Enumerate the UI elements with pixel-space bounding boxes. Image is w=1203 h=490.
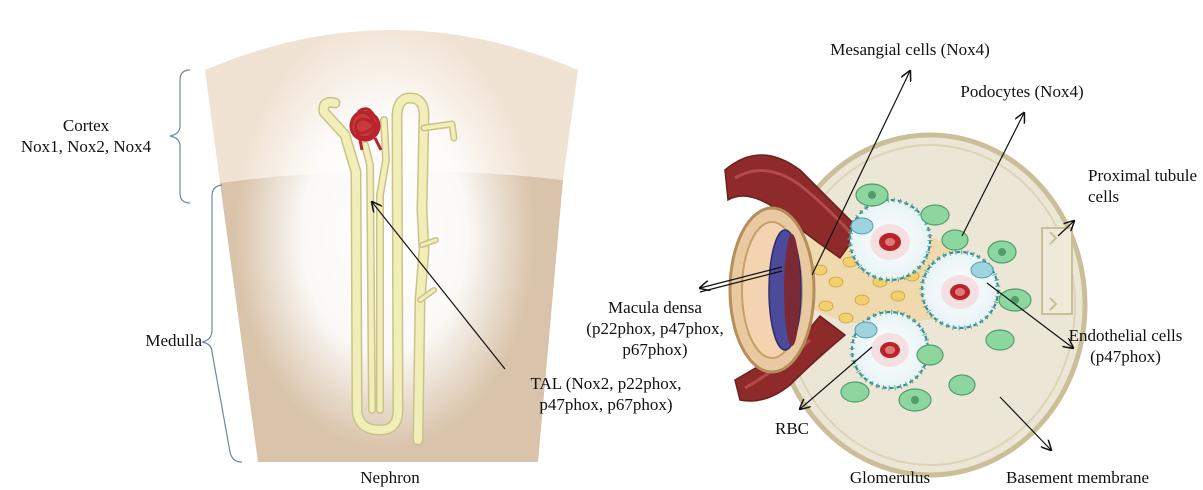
cortex-bracket bbox=[170, 70, 190, 203]
proximal-line-2: cells bbox=[1088, 186, 1203, 207]
macula-line-2: (p22phox, p47phox, bbox=[575, 318, 735, 339]
cortex-title: Cortex bbox=[0, 115, 172, 136]
tal-line-1: TAL (Nox2, p22phox, bbox=[490, 373, 722, 394]
glomerulus-caption: Glomerulus bbox=[830, 467, 950, 488]
macula-line-3: p67phox) bbox=[575, 339, 735, 360]
macula-densa-label: Macula densa (p22phox, p47phox, p67phox) bbox=[575, 297, 735, 360]
podocytes-label: Podocytes (Nox4) bbox=[922, 81, 1122, 102]
rbc-label: RBC bbox=[775, 418, 825, 439]
cortex-nox-list: Nox1, Nox2, Nox4 bbox=[0, 136, 172, 157]
tal-line-2: p47phox, p67phox) bbox=[490, 394, 722, 415]
cortex-label: Cortex Nox1, Nox2, Nox4 bbox=[0, 115, 172, 157]
macula-line-1: Macula densa bbox=[575, 297, 735, 318]
capillary-loop-1 bbox=[850, 200, 930, 280]
endothelial-line-2: (p47phox) bbox=[1048, 346, 1203, 367]
mesangial-label: Mesangial cells (Nox4) bbox=[785, 39, 1035, 60]
medulla-label: Medulla bbox=[100, 330, 202, 351]
proximal-line-1: Proximal tubule bbox=[1088, 165, 1203, 186]
nephron-caption: Nephron bbox=[330, 467, 450, 488]
basement-membrane-label: Basement membrane bbox=[975, 467, 1180, 488]
endothelial-label: Endothelial cells (p47phox) bbox=[1048, 325, 1203, 367]
capillary-loop-3 bbox=[852, 312, 928, 388]
capillary-loop-2 bbox=[922, 252, 998, 328]
endothelial-line-1: Endothelial cells bbox=[1048, 325, 1203, 346]
tal-label: TAL (Nox2, p22phox, p47phox, p67phox) bbox=[490, 373, 722, 415]
proximal-tubule bbox=[1042, 228, 1072, 314]
proximal-tubule-label: Proximal tubule cells bbox=[1088, 165, 1203, 207]
